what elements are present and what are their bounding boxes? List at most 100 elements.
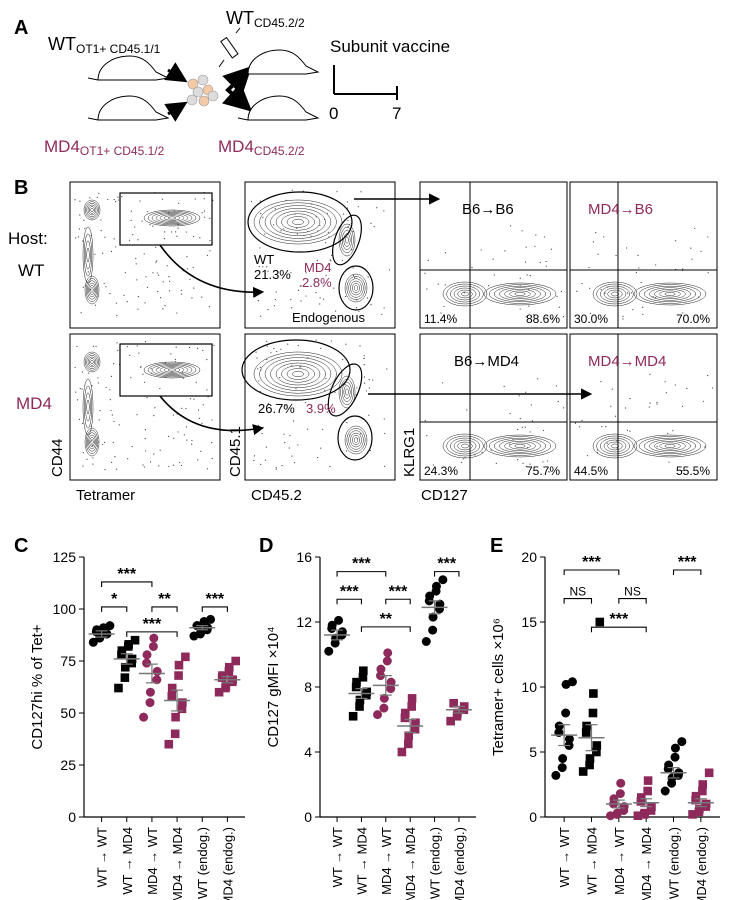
event-dot [296,227,298,229]
event-dot [115,246,117,248]
x-tick-label: WT → MD4 [584,827,599,895]
event-dot [81,388,83,390]
event-dot [330,340,332,342]
event-dot [555,385,558,387]
event-dot [690,247,692,249]
x-tick-label: MD4 → WT [379,827,394,895]
event-dot [256,357,258,359]
data-point [561,708,571,718]
event-dot [89,288,92,291]
event-dot [180,464,182,467]
data-point [142,650,152,660]
data-point [120,673,130,682]
event-dot [191,439,193,442]
data-point [362,687,372,697]
event-dot [373,226,375,228]
event-dot [199,237,201,239]
event-dot [504,250,506,252]
event-dot [597,253,599,255]
data-point [633,811,643,820]
event-dot [427,259,429,262]
significance-bracket [336,571,387,577]
axis-y-klrg1: KLRG1 [401,428,418,477]
event-dot [363,355,365,357]
gate-arrow-wt [159,244,265,298]
contour-ring [88,434,96,450]
contour-ring [340,226,354,254]
event-dot [90,440,93,442]
event-dot [711,387,714,389]
event-dot [97,382,99,384]
event-dot [560,290,562,293]
data-point [174,660,184,670]
event-dot [105,386,107,389]
significance-bracket [563,569,620,575]
event-dot [316,259,318,261]
event-dot [185,407,187,410]
event-dot [348,224,351,226]
significance-bracket [201,606,228,612]
event-dot [197,459,199,461]
gate-wt-pct-bottom: 26.7% [258,401,295,416]
arrow-donor-top [164,62,188,83]
data-point [334,615,344,625]
event-dot [168,212,170,214]
data-point [382,656,392,666]
event-dot [191,443,193,445]
event-dot [174,358,176,361]
contour-ring [494,437,546,455]
event-dot [74,366,76,369]
event-dot [363,364,365,366]
event-dot [164,362,166,364]
event-dot [352,274,354,277]
event-dot [601,426,603,428]
x-tick-label: MD4 (endog.) [452,827,467,900]
event-dot [92,457,94,459]
event-dot [642,306,644,308]
contour-ring [163,215,181,221]
event-dot [174,231,177,233]
contour-ring [147,210,197,226]
event-dot [305,295,307,297]
y-tick-label: 15 [521,614,537,630]
event-dot [75,391,77,393]
facs-plot-klrg1-b6b6 [419,181,568,329]
event-dot [192,266,194,269]
event-dot [545,265,547,267]
event-dot [450,470,453,472]
event-dot [517,428,519,431]
gate-endog-top [338,265,374,311]
event-dot [193,398,195,400]
event-dot [263,233,266,235]
event-dot [211,442,213,444]
event-dot [130,210,133,212]
event-dot [198,417,200,419]
event-dot [257,424,259,427]
event-dot [95,345,97,347]
event-dot [135,257,137,259]
panel-d-letter: D [259,535,273,557]
event-dot [78,228,81,230]
data-point [170,729,180,739]
event-dot [258,265,260,268]
event-dot [131,445,133,448]
event-dot [206,254,208,257]
event-dot [325,274,327,277]
contour-ring [84,427,100,457]
event-dot [204,216,206,218]
event-dot [347,226,349,228]
event-dot [694,227,696,230]
data-point [337,627,347,637]
data-point [615,789,625,799]
event-dot [315,292,317,294]
contour-ring [607,441,623,451]
x-tick-label: WT → WT [95,827,110,887]
q-md4b6-right: 70.0% [676,312,710,326]
event-dot [649,373,651,376]
event-dot [110,461,113,463]
event-dot [463,292,465,294]
event-dot [530,404,532,406]
data-point [581,728,591,737]
significance-label: *** [143,616,162,633]
